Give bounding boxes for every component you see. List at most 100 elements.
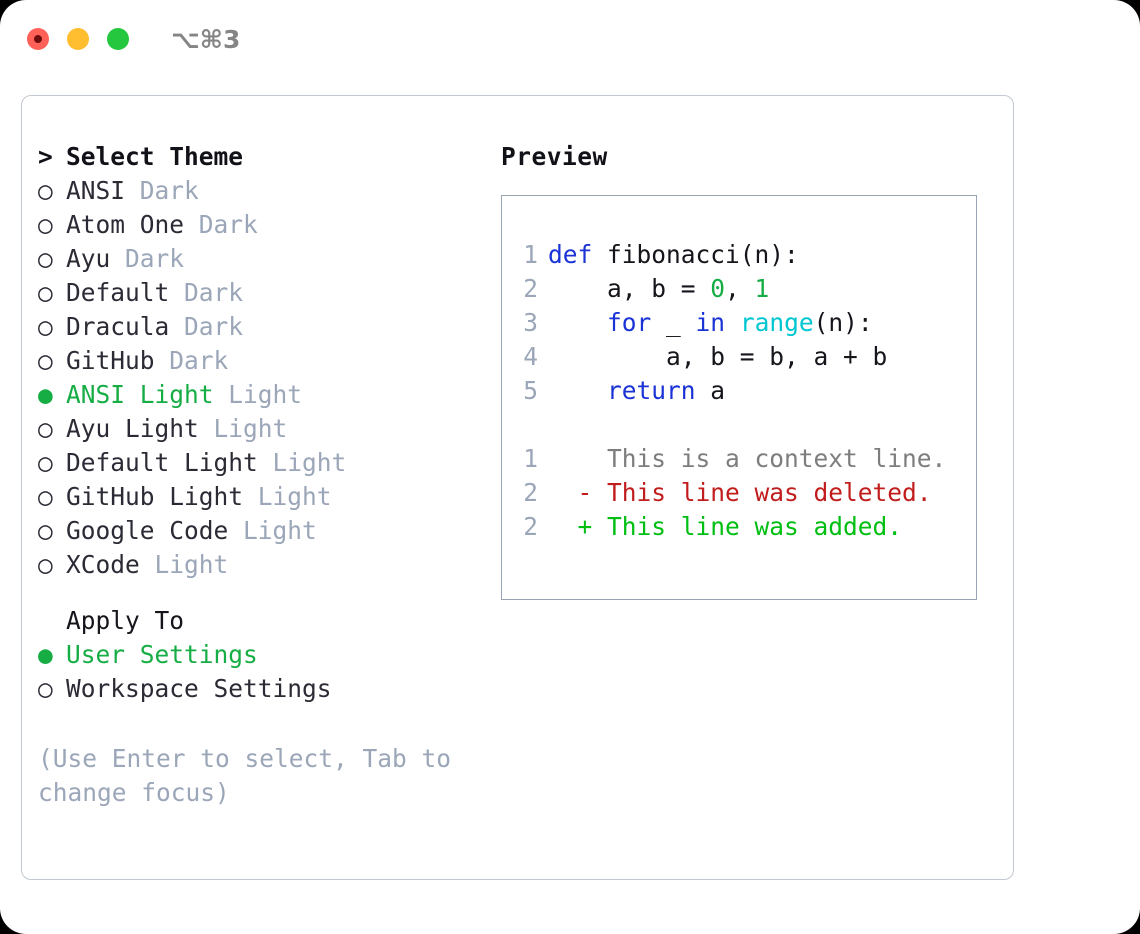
- code-line: 1 def fibonacci(n):: [502, 238, 976, 272]
- line-number: 3: [523, 308, 538, 337]
- code-line: 5 return a: [502, 374, 976, 408]
- theme-name: Default Light: [66, 448, 258, 477]
- line-number: 2: [523, 274, 538, 303]
- code-text: def fibonacci(n):: [548, 238, 799, 272]
- radio-unselected-icon[interactable]: ○: [38, 550, 53, 579]
- apply-to-option-label: User Settings: [66, 640, 258, 669]
- radio-unselected-icon[interactable]: ○: [38, 210, 53, 239]
- theme-list-item[interactable]: ○Ayu Light Light: [38, 414, 478, 448]
- radio-unselected-icon[interactable]: ○: [38, 346, 53, 375]
- theme-list-item[interactable]: ○Dracula Dark: [38, 312, 478, 346]
- radio-unselected-icon[interactable]: ○: [38, 516, 53, 545]
- radio-unselected-icon[interactable]: ○: [38, 244, 53, 273]
- theme-list-item[interactable]: ○ Google Code Light: [38, 516, 478, 550]
- diff-sign: +: [548, 512, 593, 541]
- theme-category: Dark: [125, 176, 199, 205]
- code-token: a, b =: [548, 274, 711, 303]
- content-panel: >Select Theme ○ANSI Dark○Atom One Dark○A…: [21, 95, 1014, 880]
- theme-list-item[interactable]: ○Atom One Dark: [38, 210, 478, 244]
- code-token-fn: range: [739, 308, 814, 337]
- keyboard-shortcut-label: ⌥⌘3: [171, 24, 241, 54]
- recording-indicator-icon: [34, 35, 42, 43]
- line-number: 2: [523, 512, 538, 541]
- minimize-button-icon[interactable]: [67, 28, 89, 50]
- code-token: [725, 308, 740, 337]
- theme-category: Light: [228, 516, 317, 545]
- theme-name: XCode: [66, 550, 140, 579]
- apply-to-label-row: Apply To: [38, 606, 478, 640]
- close-button-icon[interactable]: [27, 28, 49, 50]
- code-token-num: 1: [754, 274, 770, 303]
- radio-unselected-icon[interactable]: ○: [38, 674, 53, 703]
- diff-line: 2 - This line was deleted.: [502, 476, 976, 510]
- theme-category: Dark: [110, 244, 185, 273]
- diff-sign: -: [548, 478, 593, 507]
- theme-list-item[interactable]: ○Default Dark: [38, 278, 478, 312]
- theme-list-item[interactable]: ○GitHub Light Light: [38, 482, 478, 516]
- code-token: [548, 376, 607, 405]
- theme-list-item[interactable]: ○ Ayu Dark: [38, 244, 478, 278]
- theme-category: Dark: [154, 346, 229, 375]
- code-token-kw: in: [695, 308, 726, 337]
- diff-line: 1 This is a context line.: [502, 442, 976, 476]
- theme-list-item[interactable]: ●ANSI Light Light: [38, 380, 478, 414]
- code-token: a: [695, 376, 726, 405]
- code-token-kw: for: [607, 308, 652, 337]
- list-spacer: [38, 584, 478, 606]
- theme-category: Light: [139, 550, 229, 579]
- code-token: ,: [725, 274, 755, 303]
- line-number: 2: [523, 478, 538, 507]
- traffic-lights: [27, 28, 129, 50]
- preview-title: Preview: [501, 142, 608, 171]
- code-line: 2 a, b = 0, 1: [502, 272, 976, 306]
- theme-list-item[interactable]: ○ GitHub Dark: [38, 346, 478, 380]
- code-line: 3 for _ in range(n):: [502, 306, 976, 340]
- keyboard-hint-text: (Use Enter to select, Tab to change focu…: [38, 744, 452, 807]
- code-line: 4 a, b = b, a + b: [502, 340, 976, 374]
- code-token-kw: def: [548, 240, 593, 269]
- theme-list-item[interactable]: ○ANSI Dark: [38, 176, 478, 210]
- diff-sign: [548, 442, 592, 476]
- diff-text: This line was deleted.: [592, 478, 932, 507]
- apply-to-option[interactable]: ○ Workspace Settings: [38, 674, 478, 708]
- diff-sample: 1 This is a context line.2 - This line w…: [502, 442, 976, 544]
- code-text: return a: [548, 374, 725, 408]
- line-number: 5: [523, 376, 538, 405]
- diff-line: 2 + This line was added.: [502, 510, 976, 544]
- radio-unselected-icon[interactable]: ○: [38, 278, 53, 307]
- radio-selected-icon[interactable]: ●: [38, 640, 53, 669]
- select-theme-heading: >Select Theme: [38, 142, 478, 176]
- radio-unselected-icon[interactable]: ○: [38, 414, 53, 443]
- theme-list-item[interactable]: ○Default Light Light: [38, 448, 478, 482]
- code-token: a, b = b, a + b: [548, 342, 888, 371]
- page-title: Select Theme: [66, 142, 244, 171]
- apply-to-marker-spacer: [38, 606, 66, 640]
- code-token: [548, 308, 607, 337]
- theme-name: Google Code: [66, 516, 229, 545]
- radio-unselected-icon[interactable]: ○: [38, 176, 53, 205]
- radio-unselected-icon[interactable]: ○: [38, 312, 53, 341]
- apply-to-options: ● User Settings ○ Workspace Settings: [38, 640, 478, 708]
- theme-name: GitHub: [66, 346, 155, 375]
- code-token: (n):: [813, 308, 873, 337]
- radio-unselected-icon[interactable]: ○: [38, 482, 53, 511]
- theme-name: Ayu: [66, 244, 111, 273]
- diff-text: This line was added.: [592, 512, 903, 541]
- theme-list-item[interactable]: ○ XCode Light: [38, 550, 478, 584]
- theme-name: Dracula: [66, 312, 170, 341]
- line-number: 1: [523, 240, 538, 269]
- theme-category: Light: [213, 380, 303, 409]
- apply-to-option[interactable]: ● User Settings: [38, 640, 478, 674]
- line-number: 4: [523, 342, 538, 371]
- apply-to-option-label: Workspace Settings: [66, 674, 332, 703]
- zoom-button-icon[interactable]: [107, 28, 129, 50]
- theme-name: Default: [66, 278, 170, 307]
- radio-selected-icon[interactable]: ●: [38, 380, 53, 409]
- diff-text: This is a context line.: [592, 444, 947, 473]
- code-token-num: 0: [710, 274, 726, 303]
- radio-unselected-icon[interactable]: ○: [38, 448, 53, 477]
- code-text: a, b = 0, 1: [548, 272, 769, 306]
- title-bar: ⌥⌘3: [0, 0, 1140, 78]
